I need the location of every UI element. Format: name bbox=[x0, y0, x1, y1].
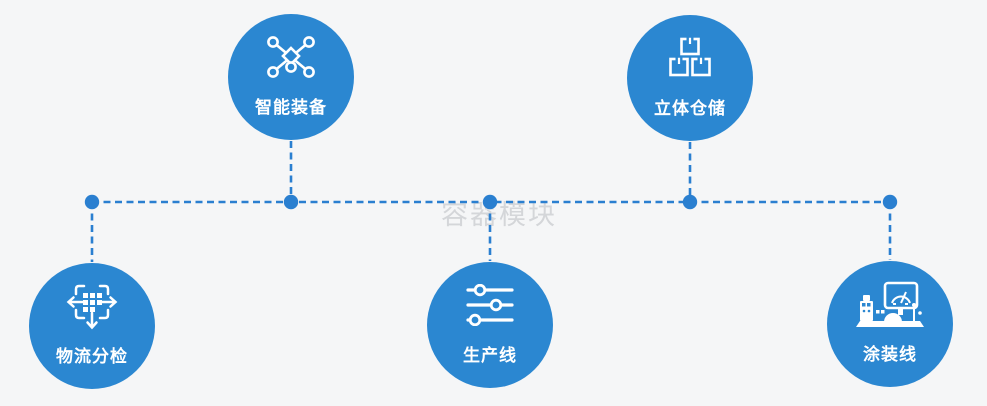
node-logistics-sorting: 物流分检 bbox=[29, 263, 155, 389]
node-label: 涂装线 bbox=[863, 345, 917, 364]
crossdock-arrows-icon bbox=[29, 280, 155, 332]
node-label: 智能装备 bbox=[255, 98, 327, 117]
junction-dot bbox=[682, 194, 698, 210]
sliders-icon bbox=[427, 279, 553, 331]
junction-dot bbox=[482, 194, 498, 210]
junction-dot bbox=[283, 194, 299, 210]
node-stereo-warehouse: 立体仓储 bbox=[627, 15, 753, 141]
node-smart-equipment: 智能装备 bbox=[228, 14, 354, 140]
watermark-text: 容器模块 bbox=[441, 200, 557, 230]
node-coating-line: 涂装线 bbox=[827, 261, 953, 387]
network-nodes-icon bbox=[228, 31, 354, 83]
control-station-icon bbox=[827, 278, 953, 330]
node-label: 物流分检 bbox=[56, 347, 128, 366]
junction-dot bbox=[882, 194, 898, 210]
node-label: 生产线 bbox=[463, 346, 517, 365]
junction-dot bbox=[84, 194, 100, 210]
node-label: 立体仓储 bbox=[654, 99, 726, 118]
stacked-boxes-icon bbox=[627, 32, 753, 84]
node-production-line: 生产线 bbox=[427, 262, 553, 388]
